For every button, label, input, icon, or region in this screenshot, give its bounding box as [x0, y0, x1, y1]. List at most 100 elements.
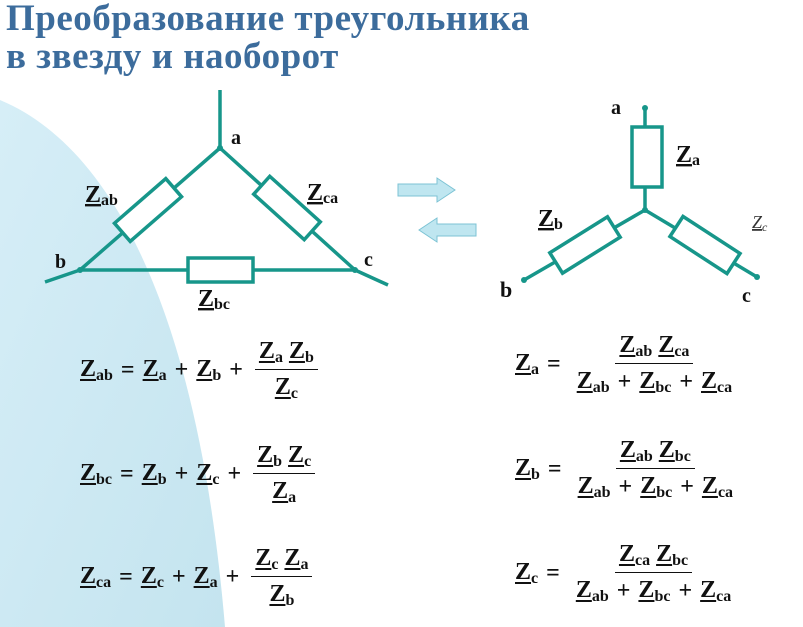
symbol-main: Z: [577, 473, 594, 499]
symbol-main: Z: [196, 356, 213, 382]
symbol-subscript: ca: [716, 588, 732, 605]
symbol-main: Z: [515, 350, 532, 376]
impedance-symbol: Zbc: [640, 473, 672, 502]
symbol-subscript: a: [274, 349, 283, 366]
star-node-b: b: [500, 277, 512, 302]
node-dot: [754, 274, 760, 280]
symbol-main: Z: [618, 541, 635, 567]
symbol-main: Z: [515, 455, 532, 481]
impedance-symbol: Zc: [275, 374, 298, 403]
equals-sign: =: [120, 357, 135, 383]
symbol-subscript: bc: [674, 448, 691, 465]
plus-sign: +: [225, 564, 240, 590]
symbol-main: Z: [193, 563, 210, 589]
symbol-subscript: c: [304, 453, 312, 470]
symbol-subscript: bc: [672, 552, 689, 569]
wire: [44, 268, 81, 284]
impedance-symbol: Zb: [257, 442, 282, 471]
symbol-subscript: bc: [656, 484, 673, 501]
symbol-main: Z: [141, 460, 158, 486]
symbol-main: Z: [80, 356, 97, 382]
symbol-subscript: ab: [592, 379, 610, 396]
impedance-symbol: Zc: [515, 559, 538, 588]
symbol-main: Z: [515, 559, 532, 585]
plus-sign: +: [618, 474, 633, 500]
symbol-subscript: ca: [717, 484, 734, 501]
arrow-right-icon: [397, 177, 456, 203]
impedance-symbol: Zab: [578, 473, 611, 502]
label-zbc: Zbc: [198, 286, 230, 313]
symbol-subscript: b: [304, 349, 314, 366]
plus-sign: +: [174, 357, 189, 383]
label-zc: Zc: [752, 212, 768, 234]
impedance-symbol: Za: [515, 350, 539, 379]
symbol-main: Z: [656, 541, 673, 567]
label-za: Za: [676, 142, 700, 169]
symbol-subscript: c: [271, 556, 279, 573]
symbol-main: Z: [700, 577, 717, 603]
symbol-subscript: bc: [654, 588, 671, 605]
symbol-subscript: c: [531, 570, 539, 587]
impedance-symbol: Zab: [619, 332, 652, 361]
star-node-a: a: [611, 97, 621, 119]
impedance-symbol: Za: [259, 338, 283, 367]
symbol-subscript: ca: [96, 574, 112, 591]
symbol-subscript: b: [273, 453, 283, 470]
arrow-left-icon: [418, 217, 477, 243]
delta-node-a: a: [231, 127, 241, 149]
symbol-subscript: a: [531, 361, 540, 378]
symbol-main: Z: [257, 442, 274, 468]
plus-sign: +: [679, 369, 694, 395]
symbol-subscript: a: [158, 367, 167, 384]
plus-sign: +: [229, 357, 243, 383]
equals-sign: =: [547, 456, 562, 482]
symbol-main: Z: [638, 577, 655, 603]
symbol-subscript: ab: [593, 484, 611, 501]
denominator: Zc: [271, 370, 302, 403]
symbol-main: Z: [258, 338, 275, 364]
symbol-main: Z: [658, 332, 675, 358]
impedance-symbol: Zbc: [639, 368, 671, 397]
symbol-subscript: ca: [674, 343, 690, 360]
impedance-symbol: Zca: [700, 577, 731, 606]
symbol-subscript: ab: [591, 588, 609, 605]
impedance-symbol: Zc: [196, 460, 219, 489]
equals-sign: =: [547, 351, 561, 377]
symbol-main: Z: [701, 473, 718, 499]
resistor-za: [630, 125, 664, 189]
delta-node-b: b: [55, 251, 66, 273]
symbol-main: Z: [640, 473, 657, 499]
symbol-subscript: a: [300, 556, 309, 573]
star-circuit: [523, 108, 758, 282]
denominator: Za: [268, 474, 300, 507]
symbol-main: Z: [140, 563, 157, 589]
impedance-symbol: Zb: [515, 455, 540, 484]
wire: [354, 268, 389, 287]
equals-sign: =: [119, 564, 133, 590]
impedance-symbol: Zb: [142, 460, 167, 489]
impedance-symbol: Za: [194, 563, 218, 592]
resistor-zca: [251, 173, 323, 243]
impedance-symbol: Zbc: [638, 577, 670, 606]
symbol-subscript: c: [156, 574, 164, 591]
node-dot: [77, 267, 83, 273]
symbol-main: Z: [575, 577, 592, 603]
impedance-symbol: Zca: [658, 332, 689, 361]
impedance-symbol: Za: [272, 478, 296, 507]
plus-sign: +: [171, 564, 186, 590]
impedance-symbol: Zca: [80, 563, 111, 592]
